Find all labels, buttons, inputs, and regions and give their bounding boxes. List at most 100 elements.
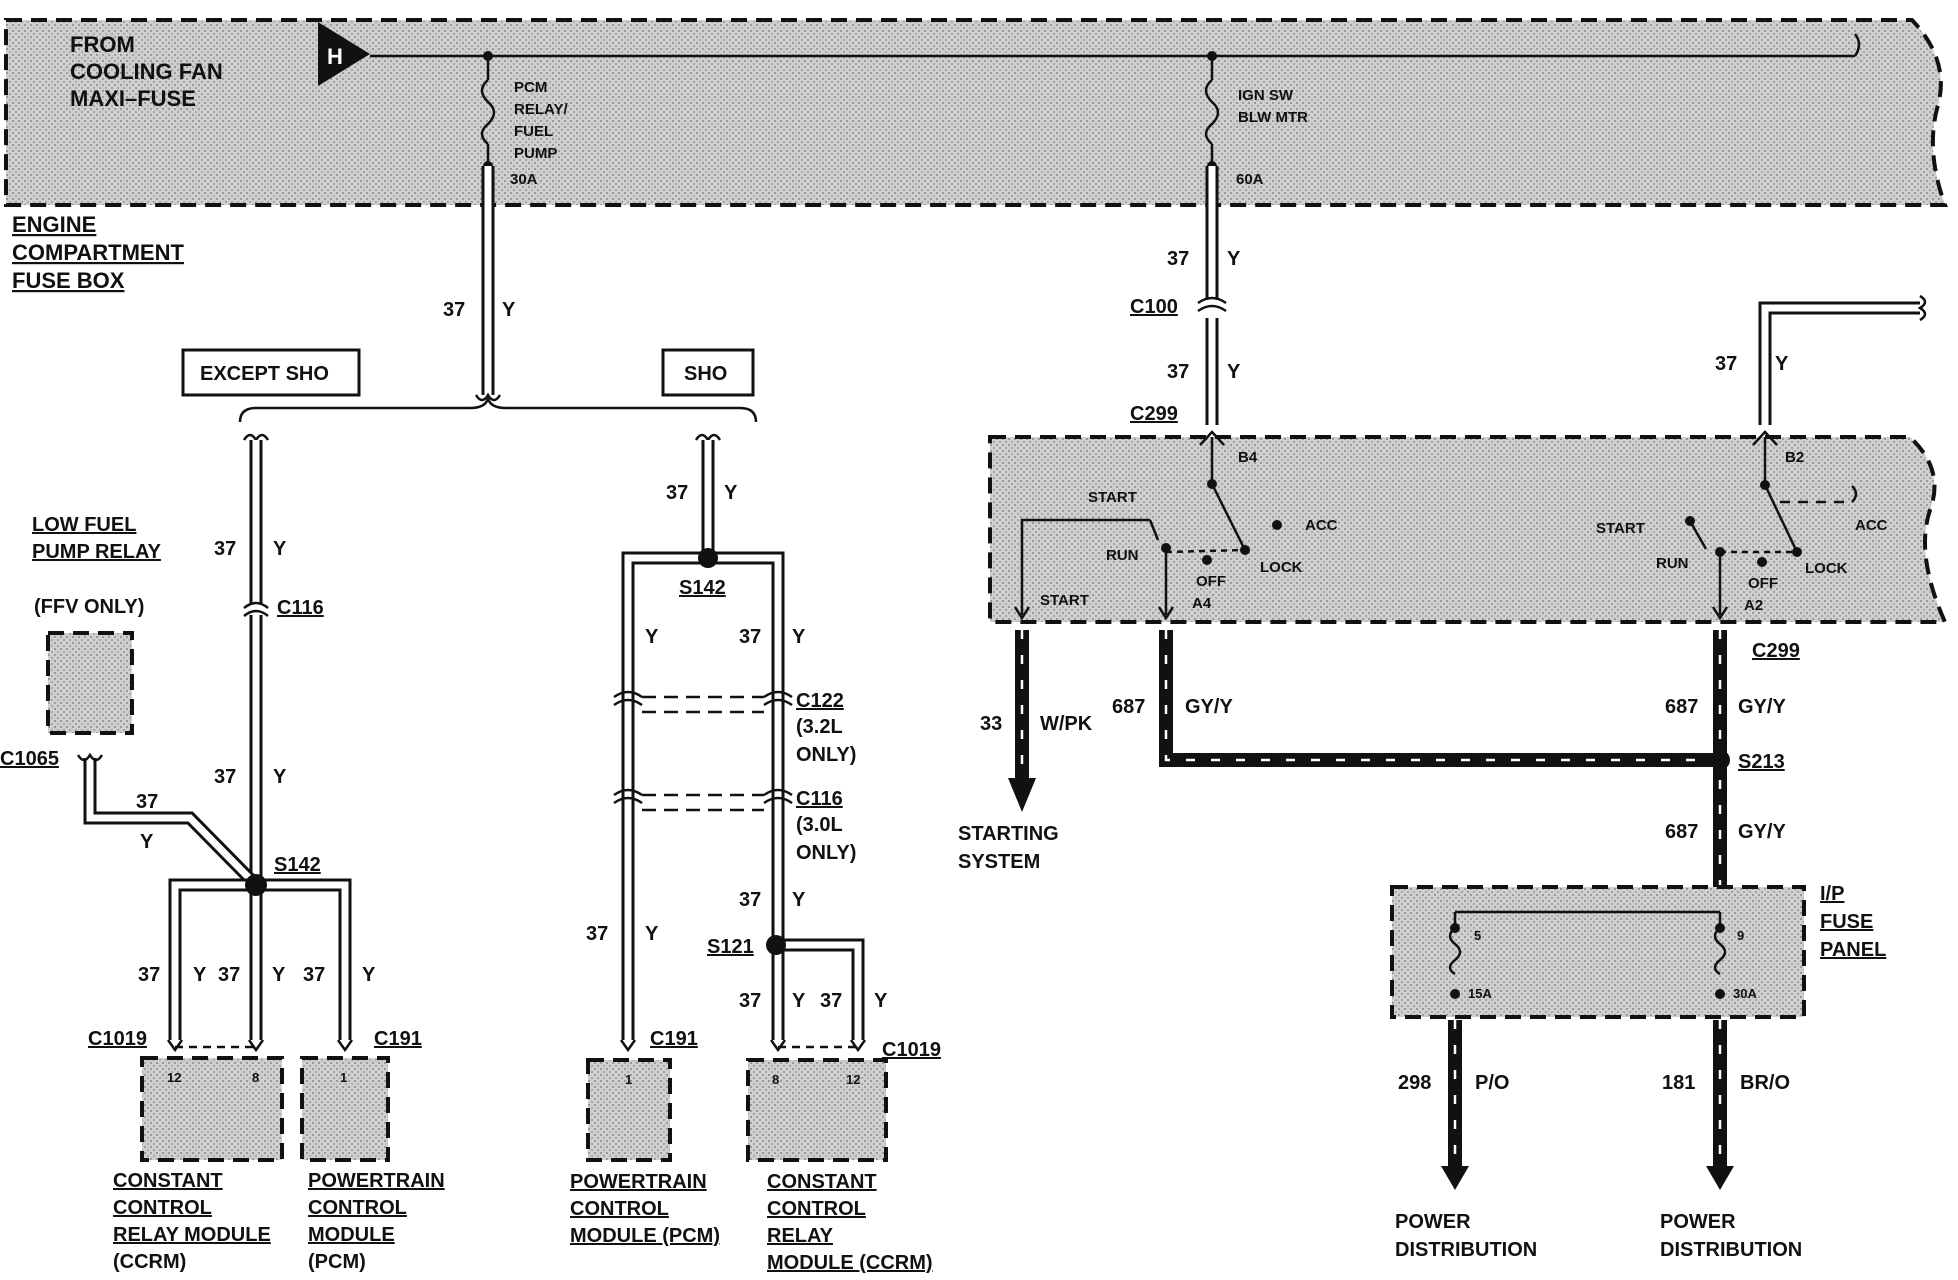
ign-pin-b2: B2: [1785, 449, 1804, 466]
fuse-box-bus: [370, 33, 1861, 58]
ign-run: RUN: [1106, 547, 1139, 564]
right-feed-wire: [1758, 294, 1927, 425]
svg-text:60A: 60A: [1236, 171, 1264, 188]
connector-c299: C299: [1130, 403, 1178, 425]
power-dist-label: DISTRIBUTION: [1395, 1239, 1537, 1261]
ccrm-right-module: 8 12: [746, 1058, 888, 1162]
ign-pin-a4: A4: [1192, 595, 1212, 612]
svg-text:1: 1: [340, 1070, 347, 1085]
svg-text:MAXI–FUSE: MAXI–FUSE: [70, 86, 196, 111]
ignition-switch-box: [988, 435, 1949, 624]
ign2-lock: LOCK: [1805, 560, 1848, 577]
svg-text:1: 1: [625, 1072, 632, 1087]
svg-text:H: H: [327, 44, 343, 69]
wire-color: Y: [1775, 353, 1789, 375]
svg-text:PCM: PCM: [514, 79, 547, 96]
wire-code: 37: [214, 538, 236, 560]
source-label: FROM COOLING FAN MAXI–FUSE: [70, 32, 223, 111]
ign-acc: ACC: [1305, 517, 1338, 534]
svg-text:COOLING FAN: COOLING FAN: [70, 59, 223, 84]
splice-s142: S142: [679, 577, 726, 599]
svg-text:PANEL: PANEL: [1820, 939, 1886, 961]
wire-color: Y: [645, 923, 659, 945]
ign2-start: START: [1596, 520, 1645, 537]
c122-note: ONLY): [796, 744, 856, 766]
wire-code: 37: [739, 990, 761, 1012]
fuse-box-label: ENGINE COMPARTMENT FUSE BOX: [12, 212, 184, 293]
wire-code: 37: [1167, 248, 1189, 270]
engine-fuse-box: [4, 18, 1948, 207]
ign2-acc: ACC: [1855, 517, 1888, 534]
pcm-fuse: PCM RELAY/ FUEL PUMP 30A: [480, 51, 568, 188]
pcm-left-module: 1: [300, 1056, 390, 1162]
ignition-switch-1: [1013, 430, 1282, 621]
wire-color: Y: [1227, 361, 1241, 383]
svg-text:30A: 30A: [1733, 986, 1757, 1001]
svg-text:PUMP RELAY: PUMP RELAY: [32, 541, 162, 563]
wire-color: Y: [193, 964, 207, 986]
svg-text:(PCM): (PCM): [308, 1251, 366, 1273]
svg-text:CONTROL: CONTROL: [570, 1198, 669, 1220]
c122-note: (3.2L: [796, 716, 843, 738]
wire-code: 37: [136, 791, 158, 813]
wire-code: 37: [739, 626, 761, 648]
wire-color: GY/Y: [1185, 696, 1233, 718]
starting-system-label: STARTING: [958, 823, 1059, 845]
connector-c1019: C1019: [88, 1028, 147, 1050]
ign-fuse: IGN SW BLW MTR 60A: [1204, 51, 1308, 188]
wire-color: Y: [645, 626, 659, 648]
svg-text:CONTROL: CONTROL: [308, 1197, 407, 1219]
wire-code: 37: [443, 299, 465, 321]
connector-c191: C191: [374, 1028, 422, 1050]
ign2-run: RUN: [1656, 555, 1689, 572]
wire-code: 298: [1398, 1072, 1431, 1094]
starting-system-label: SYSTEM: [958, 851, 1040, 873]
ccrm-left-module: 12 8: [140, 1056, 284, 1162]
wire-code: 37: [820, 990, 842, 1012]
wire-code: 37: [218, 964, 240, 986]
connector-c116: C116: [277, 597, 324, 619]
svg-text:I/P: I/P: [1820, 883, 1844, 905]
wire-code: 33: [980, 713, 1002, 735]
ip-fuse-panel-label: I/P FUSE PANEL: [1820, 883, 1886, 961]
power-dist-label: POWER: [1660, 1211, 1736, 1233]
pcm-right-label: POWERTRAIN CONTROL MODULE (PCM): [570, 1171, 720, 1247]
wire-color: Y: [272, 964, 286, 986]
svg-text:CONSTANT: CONSTANT: [113, 1170, 223, 1192]
wire-code: 37: [303, 964, 325, 986]
svg-text:MODULE (PCM): MODULE (PCM): [570, 1225, 720, 1247]
wire-color: Y: [724, 482, 738, 504]
wire-code: 687: [1665, 696, 1698, 718]
pcm-left-label: POWERTRAIN CONTROL MODULE (PCM): [308, 1170, 445, 1273]
wire-code: 37: [1167, 361, 1189, 383]
svg-text:MODULE (CCRM): MODULE (CCRM): [767, 1252, 933, 1274]
pcm-right-module: 1: [586, 1058, 672, 1162]
c116-note: (3.0L: [796, 814, 843, 836]
svg-text:FUEL: FUEL: [514, 123, 553, 140]
svg-text:SHO: SHO: [684, 363, 727, 385]
power-dist-label: POWER: [1395, 1211, 1471, 1233]
svg-text:RELAY: RELAY: [767, 1225, 834, 1247]
power-dist-wires: [1441, 1020, 1734, 1190]
ign-feed-wire: [1197, 166, 1227, 425]
svg-text:12: 12: [167, 1070, 181, 1085]
connector-c122: C122: [796, 690, 844, 712]
variant-brace: [238, 397, 758, 423]
wire-color: Y: [502, 299, 516, 321]
ccrm-right-label: CONSTANT CONTROL RELAY MODULE (CCRM): [767, 1171, 933, 1274]
wire-code: 37: [214, 766, 236, 788]
power-dist-label: DISTRIBUTION: [1660, 1239, 1802, 1261]
ign2-off: OFF: [1748, 575, 1778, 592]
svg-text:FUSE: FUSE: [1820, 911, 1873, 933]
gyy-wire: [1159, 630, 1730, 890]
wire-code: 181: [1662, 1072, 1695, 1094]
svg-text:ENGINE: ENGINE: [12, 212, 96, 237]
svg-text:RELAY MODULE: RELAY MODULE: [113, 1224, 271, 1246]
ign-start: START: [1088, 489, 1137, 506]
connector-c116: C116: [796, 788, 843, 810]
wire-code: 37: [1715, 353, 1737, 375]
ign-pin-b4: B4: [1238, 449, 1258, 466]
svg-text:RELAY/: RELAY/: [514, 101, 568, 118]
wire-code: 687: [1112, 696, 1145, 718]
